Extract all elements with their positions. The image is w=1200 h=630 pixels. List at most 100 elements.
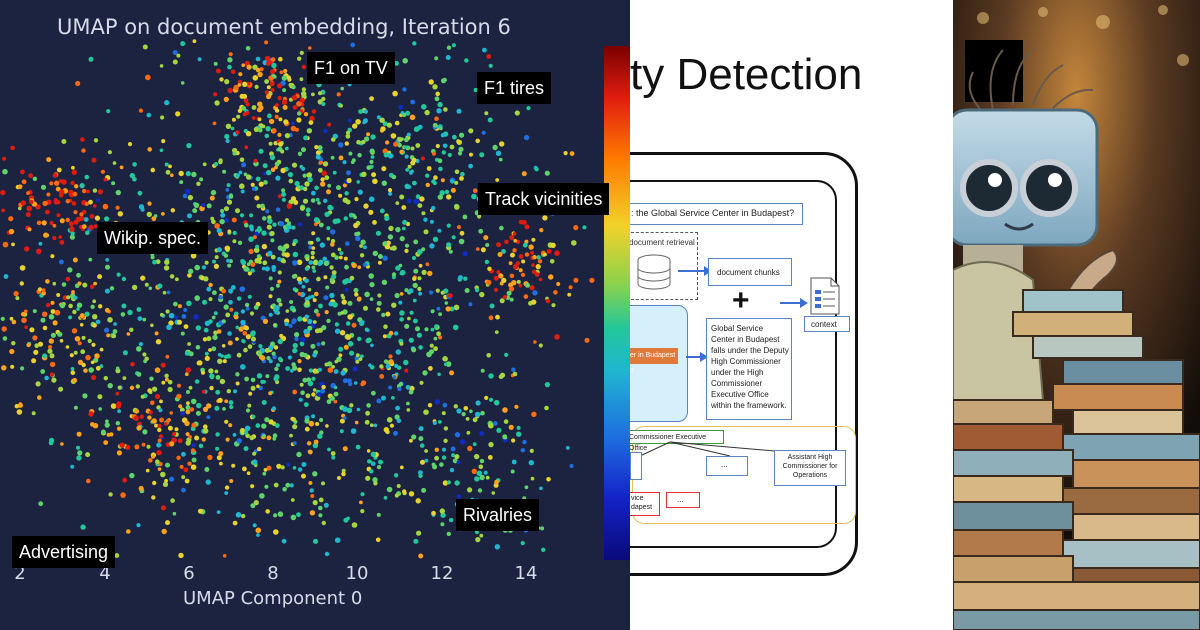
scatter-point [203, 276, 209, 282]
scatter-point [117, 385, 122, 390]
scatter-point [406, 408, 411, 412]
scatter-point [262, 216, 267, 221]
scatter-point [326, 189, 331, 195]
scatter-point [317, 367, 322, 372]
scatter-point [262, 471, 267, 476]
scatter-point [230, 126, 235, 131]
scatter-point [369, 159, 374, 164]
scatter-point [273, 529, 279, 535]
scatter-point [398, 381, 404, 387]
scatter-point [475, 537, 481, 543]
scatter-point [343, 256, 348, 261]
scatter-point [413, 268, 419, 274]
scatter-point [201, 370, 205, 375]
scatter-point [272, 128, 277, 133]
scatter-point [233, 84, 239, 91]
scatter-point [364, 136, 370, 142]
scatter-point [224, 491, 229, 495]
scatter-point [142, 44, 148, 50]
scatter-point [341, 471, 346, 477]
scatter-point [306, 212, 311, 217]
scatter-point [239, 286, 246, 292]
scatter-point [138, 108, 143, 113]
scatter-point [316, 392, 322, 397]
scatter-point [404, 243, 410, 248]
scatter-point [81, 224, 87, 230]
scatter-point [58, 386, 64, 392]
scatter-point [371, 390, 376, 396]
scatter-point [231, 217, 237, 223]
scatter-point [318, 497, 324, 503]
scatter-point [339, 251, 344, 256]
scatter-point [297, 56, 302, 61]
scatter-point [227, 57, 233, 63]
scatter-point [268, 419, 274, 425]
scatter-point [271, 73, 276, 78]
scatter-point [255, 67, 261, 73]
scatter-point [212, 334, 218, 341]
scatter-point [184, 478, 190, 484]
scatter-point [26, 191, 30, 196]
scatter-point [259, 67, 264, 72]
scatter-point [399, 292, 404, 296]
scatter-point [326, 226, 331, 231]
scatter-point [34, 343, 39, 349]
scatter-point [218, 158, 223, 163]
scatter-point [179, 180, 184, 185]
scatter-point [158, 461, 163, 467]
scatter-point [483, 235, 489, 241]
scatter-point [512, 371, 518, 377]
scatter-point [365, 337, 371, 344]
scatter-point [194, 379, 200, 384]
scatter-point [394, 60, 399, 66]
scatter-point [334, 537, 341, 543]
scatter-point [330, 229, 336, 235]
scatter-point [379, 208, 385, 214]
scatter-point [263, 468, 268, 472]
scatter-point [338, 346, 344, 352]
scatter-point [187, 213, 192, 219]
scatter-point [299, 382, 304, 387]
scatter-point [544, 170, 550, 176]
tree-root-label: Commissioner Executive Office [630, 434, 707, 452]
scatter-point [376, 398, 382, 404]
scatter-point [204, 260, 209, 265]
scatter-point [2, 336, 8, 341]
scatter-point [294, 332, 300, 338]
scatter-point [61, 179, 67, 185]
scatter-point [302, 173, 307, 178]
scatter-point [331, 270, 337, 275]
scatter-point [209, 195, 215, 201]
scatter-point [565, 446, 570, 450]
scatter-point [496, 270, 501, 275]
scatter-point [93, 357, 99, 363]
scatter-point [568, 285, 573, 290]
scatter-point [277, 256, 282, 262]
scatter-point [104, 307, 110, 313]
scatter-point [225, 138, 230, 144]
scatter-point [495, 150, 502, 156]
scatter-point [93, 138, 99, 143]
scatter-point [224, 206, 229, 212]
scatter-point [281, 538, 287, 544]
scatter-point [92, 299, 97, 304]
scatter-point [419, 380, 424, 385]
scatter-point [446, 531, 451, 537]
scatter-point [176, 53, 181, 58]
scatter-point [359, 253, 365, 258]
scatter-point [111, 181, 116, 186]
scatter-point [136, 372, 142, 377]
scatter-point [356, 296, 362, 302]
scatter-point [383, 495, 388, 500]
scatter-point [49, 353, 55, 359]
scatter-point [287, 355, 292, 360]
scatter-point [310, 343, 316, 349]
scatter-point [70, 231, 75, 236]
scatter-point [251, 414, 256, 419]
scatter-point [413, 318, 418, 324]
robot-eye-right [1020, 159, 1078, 217]
scatter-point [250, 262, 256, 267]
scatter-point [264, 79, 269, 84]
scatter-point [449, 306, 455, 312]
scatter-point [459, 176, 464, 181]
